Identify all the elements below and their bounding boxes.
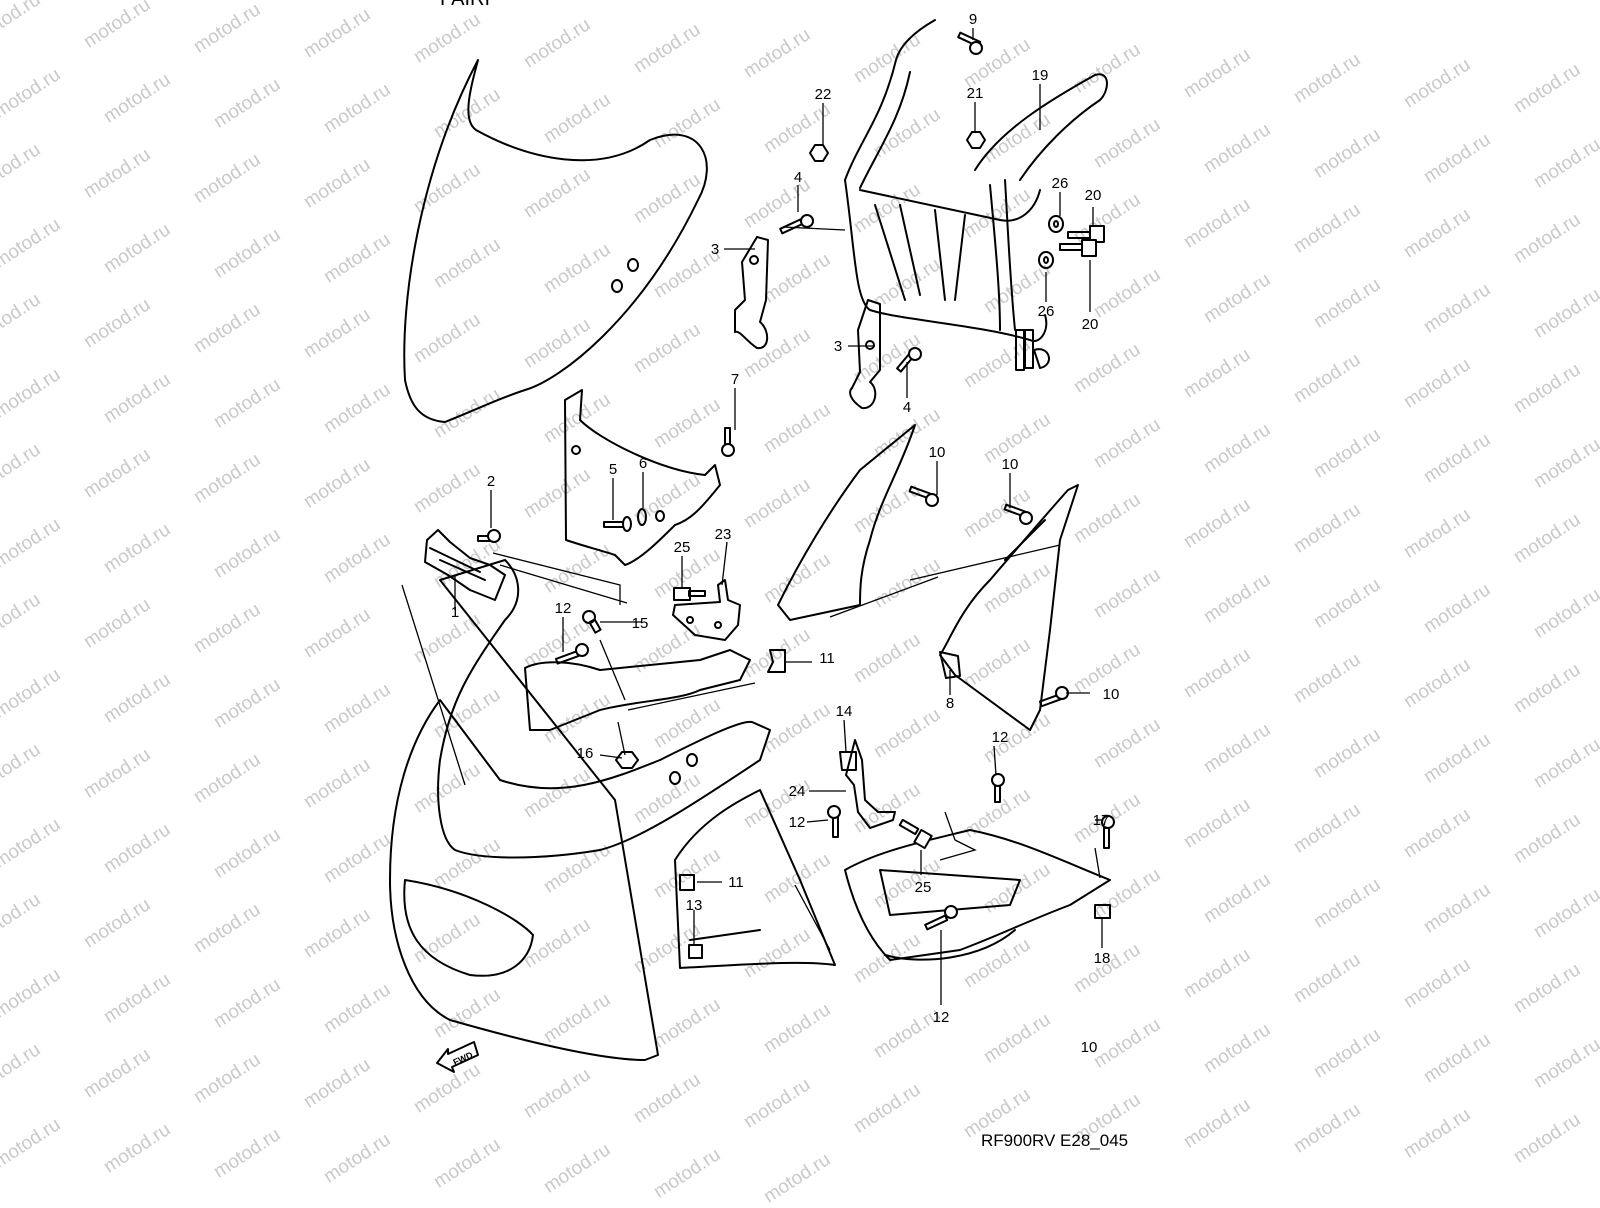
clip-nut-11-upper bbox=[767, 649, 786, 673]
callout-label-8: 8 bbox=[946, 695, 954, 712]
callout-label-25: 25 bbox=[674, 539, 691, 556]
callout-label-20: 20 bbox=[1085, 187, 1102, 204]
screw-10-a bbox=[908, 485, 939, 507]
inner-panel bbox=[564, 389, 721, 566]
small-bracket-24 bbox=[845, 739, 896, 829]
callout-label-5: 5 bbox=[609, 461, 617, 478]
callout-label-10: 10 bbox=[1081, 1039, 1098, 1056]
callout-label-2: 2 bbox=[487, 473, 495, 490]
callout-label-11: 11 bbox=[728, 874, 744, 891]
callout-label-20: 20 bbox=[1082, 316, 1099, 333]
fwd-direction-badge: FWD bbox=[436, 1041, 479, 1073]
screw-4-upper bbox=[779, 214, 814, 235]
callout-label-16: 16 bbox=[577, 745, 594, 762]
screw-2 bbox=[477, 529, 501, 543]
callout-label-9: 9 bbox=[969, 11, 977, 28]
callout-label-10: 10 bbox=[1103, 686, 1120, 703]
fairing-brace bbox=[844, 19, 1108, 371]
fwd-arrow-icon bbox=[436, 1041, 479, 1073]
windscreen bbox=[403, 59, 708, 423]
washer-26-lower bbox=[1038, 251, 1054, 269]
screw-17 bbox=[1101, 815, 1115, 849]
screw-4-lower bbox=[896, 347, 922, 373]
callout-label-25: 25 bbox=[915, 879, 932, 896]
callout-label-26: 26 bbox=[1038, 303, 1055, 320]
callout-label-17: 17 bbox=[1093, 812, 1110, 829]
bolt-25-lower bbox=[898, 818, 933, 850]
nut-22 bbox=[809, 144, 829, 162]
page-header-fragment: FAIRI bbox=[440, 0, 490, 11]
callout-label-3: 3 bbox=[834, 338, 842, 355]
screw-12-left bbox=[827, 805, 841, 838]
callout-label-10: 10 bbox=[1002, 456, 1019, 473]
nut-21 bbox=[966, 131, 986, 149]
callout-label-21: 21 bbox=[967, 85, 984, 102]
screw-12-mid bbox=[991, 773, 1005, 803]
callout-label-10: 10 bbox=[929, 444, 946, 461]
callout-label-18: 18 bbox=[1094, 950, 1111, 967]
lower-panel-left bbox=[524, 649, 751, 731]
bolt-5 bbox=[603, 516, 632, 532]
callout-label-12: 12 bbox=[789, 814, 806, 831]
mounting-bracket-left bbox=[734, 236, 769, 350]
callout-label-4: 4 bbox=[903, 399, 911, 416]
nut-16 bbox=[615, 751, 639, 769]
callout-label-3: 3 bbox=[711, 241, 719, 258]
callout-label-15: 15 bbox=[632, 615, 649, 632]
callout-label-1: 1 bbox=[451, 604, 459, 621]
clip-nut-11-lower bbox=[679, 874, 695, 891]
small-bracket-23 bbox=[672, 579, 741, 641]
callout-label-13: 13 bbox=[686, 897, 703, 914]
clip-18 bbox=[1094, 904, 1111, 919]
diagram-code: RF900RV E28_045 bbox=[981, 1131, 1129, 1150]
callout-label-26: 26 bbox=[1052, 175, 1069, 192]
washer-6 bbox=[637, 508, 647, 526]
side-cover-lower bbox=[674, 789, 836, 969]
callout-label-24: 24 bbox=[789, 783, 806, 800]
screw-10-c bbox=[1038, 686, 1069, 708]
callout-label-11: 11 bbox=[819, 650, 835, 667]
nose-cowl bbox=[389, 559, 771, 1061]
clip-13 bbox=[688, 944, 703, 959]
callout-label-6: 6 bbox=[639, 455, 647, 472]
bolt-20-lower bbox=[1059, 239, 1097, 257]
callout-label-12: 12 bbox=[933, 1009, 950, 1026]
screw-12-lower bbox=[924, 905, 958, 931]
side-fairing-right bbox=[939, 484, 1079, 731]
clip-bracket-1 bbox=[424, 529, 506, 601]
callout-label-23: 23 bbox=[715, 526, 732, 543]
clip-8 bbox=[939, 651, 961, 679]
bolt-20-upper bbox=[1067, 225, 1105, 243]
under-cowl bbox=[844, 829, 1111, 961]
callout-label-19: 19 bbox=[1032, 67, 1049, 84]
bolt-9 bbox=[957, 31, 983, 55]
screw-15 bbox=[582, 610, 602, 634]
screw-12-upper bbox=[554, 643, 589, 665]
callout-label-14: 14 bbox=[836, 703, 853, 720]
bolt-25-upper bbox=[673, 587, 706, 601]
callout-label-7: 7 bbox=[731, 371, 739, 388]
fasteners bbox=[477, 31, 1115, 959]
assembly-lines bbox=[401, 226, 1101, 951]
screw-10-b bbox=[1003, 503, 1033, 525]
mounting-bracket-right bbox=[849, 299, 881, 410]
callout-label-4: 4 bbox=[794, 169, 802, 186]
callout-label-12: 12 bbox=[555, 600, 572, 617]
screw-7 bbox=[721, 427, 735, 457]
callout-label-22: 22 bbox=[815, 86, 832, 103]
clip-14 bbox=[839, 751, 857, 771]
upper-fairing-left bbox=[777, 424, 916, 621]
callout-leaders bbox=[454, 28, 1103, 1005]
washer-26-upper bbox=[1048, 215, 1064, 233]
callout-label-12: 12 bbox=[992, 729, 1009, 746]
